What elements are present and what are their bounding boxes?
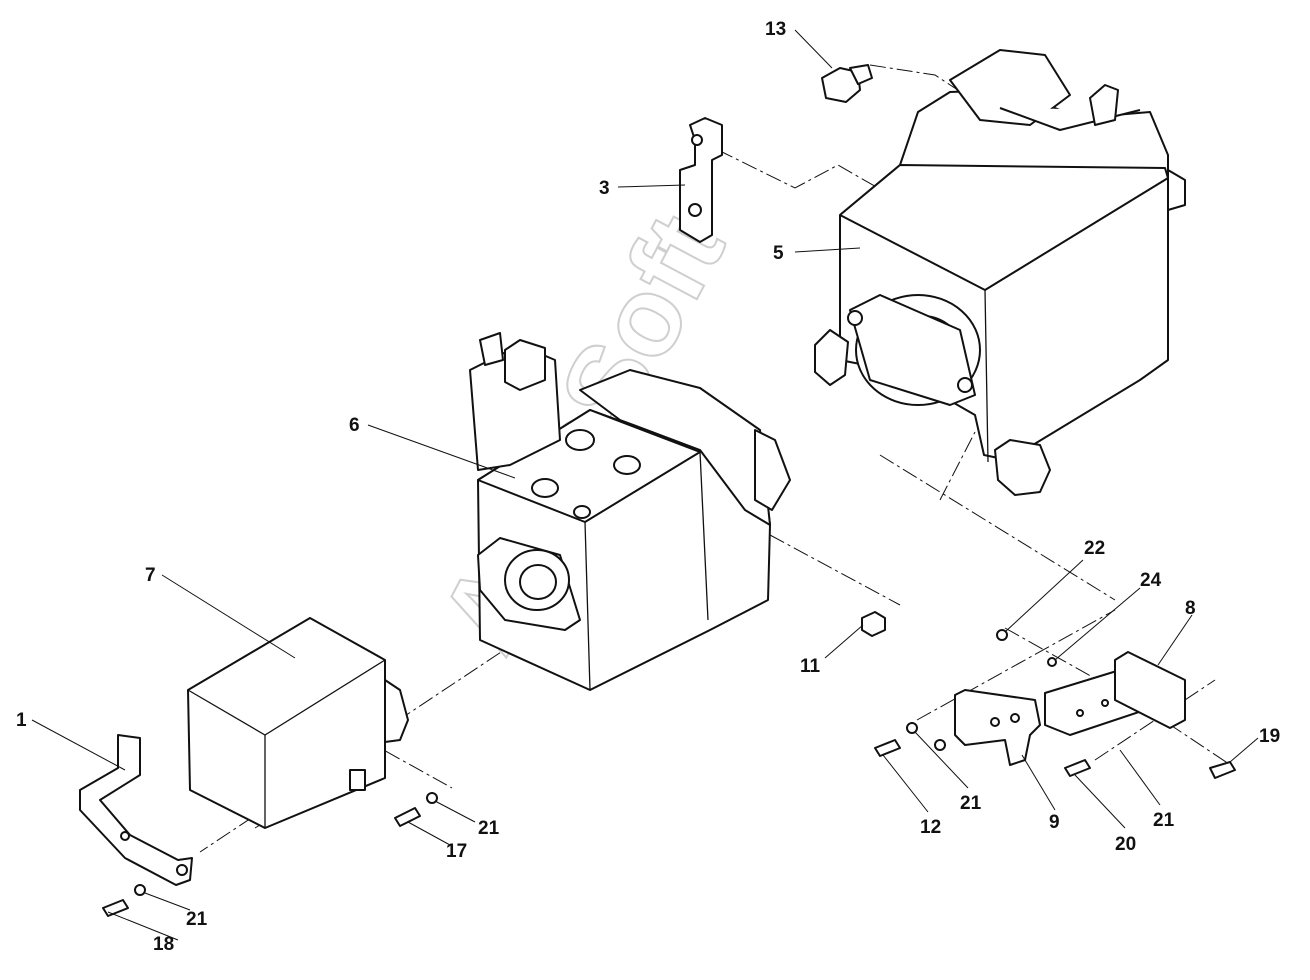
callout-19: 19 xyxy=(1259,726,1280,747)
callouts: 13 3 5 6 7 1 21 17 21 18 11 22 24 8 19 2… xyxy=(16,19,1280,955)
fasteners xyxy=(102,629,1236,917)
part-3-clamp xyxy=(679,117,723,243)
callout-9: 9 xyxy=(1049,812,1060,833)
callout-21-d: 21 xyxy=(1153,810,1175,831)
callout-8: 8 xyxy=(1185,598,1196,619)
part-6-pump xyxy=(469,332,791,691)
callout-3: 3 xyxy=(599,178,610,199)
callout-1: 1 xyxy=(16,710,27,731)
part-13-bolt xyxy=(821,64,873,103)
callout-22: 22 xyxy=(1084,538,1105,559)
callout-21-b: 21 xyxy=(186,909,208,930)
part-9-bracket xyxy=(954,689,1041,766)
part-1-bracket xyxy=(79,734,193,886)
callout-21-a: 21 xyxy=(478,818,500,839)
callout-12: 12 xyxy=(920,817,941,838)
part-7-cover xyxy=(187,617,409,829)
callout-6: 6 xyxy=(349,415,360,436)
callout-24: 24 xyxy=(1140,570,1162,591)
part-11-bolt xyxy=(861,611,886,637)
leader-lines xyxy=(31,29,1259,941)
callout-13: 13 xyxy=(765,19,786,40)
callout-7: 7 xyxy=(145,565,156,586)
callout-11: 11 xyxy=(800,656,821,677)
callout-17: 17 xyxy=(446,841,467,862)
callout-5: 5 xyxy=(773,243,784,264)
callout-18: 18 xyxy=(153,934,174,955)
part-8-plate xyxy=(1044,651,1186,736)
callout-20: 20 xyxy=(1115,834,1136,855)
part-5-pump xyxy=(814,49,1186,496)
callout-21-c: 21 xyxy=(960,793,982,814)
